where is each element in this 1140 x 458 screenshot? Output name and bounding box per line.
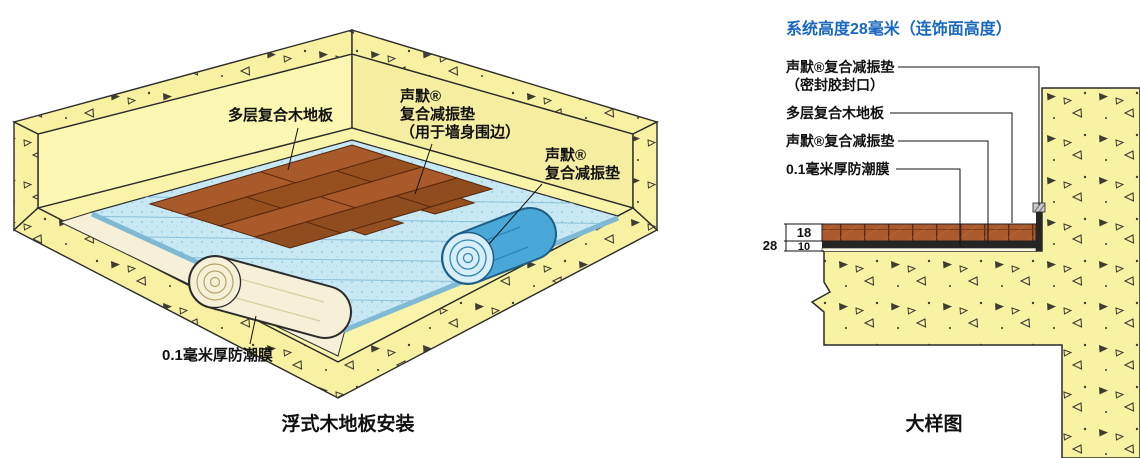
left-wall-end-section (13, 120, 39, 232)
label-perimeter-pad-line1: 声默® (399, 87, 441, 105)
dim-wood-thickness: 18 (797, 225, 811, 240)
damping-pad-roll (441, 207, 557, 285)
label-pad-roll: 声默® 复合减振垫 (544, 146, 620, 182)
dim-total-height: 28 (763, 238, 777, 253)
wood-plank-area (148, 144, 494, 249)
leader-wood-floor (287, 127, 299, 171)
detail-view-caption: 大样图 (905, 412, 962, 435)
leader-pad-layer (898, 140, 989, 243)
floor-assembly-section (821, 202, 1046, 252)
leader-pad-sealed (898, 66, 1040, 205)
label-pad-roll-line1: 声默® (544, 146, 586, 164)
label-detail-pad: 声默®复合减振垫 (785, 133, 894, 149)
leader-perimeter-pad (414, 143, 433, 195)
wood-floor-layer (821, 223, 1037, 242)
right-wall-end-section (632, 120, 658, 232)
detail-title: 系统高度28毫米（连饰面高度） (786, 19, 1012, 38)
plank-joints (245, 170, 432, 234)
label-membrane: 0.1毫米厚防潮膜 (162, 346, 273, 364)
dim-pad-thickness: 10 (798, 241, 810, 253)
membrane-roll (188, 255, 352, 339)
detail-view: 18 10 28 系统高度28毫米（连饰面高度） 声默®复合减振垫 （密封胶封口… (763, 19, 1140, 458)
perimeter-pad-strip (1036, 212, 1042, 251)
damping-pad-layer (822, 241, 1036, 248)
leader-wood-layer (890, 112, 1013, 223)
membrane-layer (821, 247, 1037, 252)
label-pad-sealed: 声默®复合减振垫 （密封胶封口） (785, 59, 894, 93)
floor-slab-edge-section (12, 207, 659, 399)
label-perimeter-pad: 声默® 复合减振垫 （用于墙身围边） (399, 87, 520, 141)
label-wood-floor: 多层复合木地板 (228, 106, 334, 124)
label-detail-wood-floor: 多层复合木地板 (786, 105, 885, 121)
left-view-caption: 浮式木地板安装 (281, 412, 414, 435)
leader-pad-roll (488, 183, 543, 245)
dimension-lines (784, 223, 824, 252)
label-pad-sealed-line1: 声默®复合减振垫 (785, 59, 894, 75)
label-pad-roll-line2: 复合减振垫 (544, 164, 620, 182)
label-perimeter-pad-line3: （用于墙身围边） (400, 123, 520, 141)
label-detail-membrane: 0.1毫米厚防潮膜 (786, 161, 889, 177)
leader-membrane (249, 315, 257, 345)
leader-membrane-layer (896, 168, 961, 247)
label-perimeter-pad-line2: 复合减振垫 (399, 105, 475, 123)
label-pad-sealed-line2: （密封胶封口） (786, 77, 884, 93)
isometric-view: 多层复合木地板 声默® 复合减振垫 （用于墙身围边） 声默® 复合减振垫 0.1… (12, 29, 659, 435)
sealant-cap (1032, 202, 1046, 213)
